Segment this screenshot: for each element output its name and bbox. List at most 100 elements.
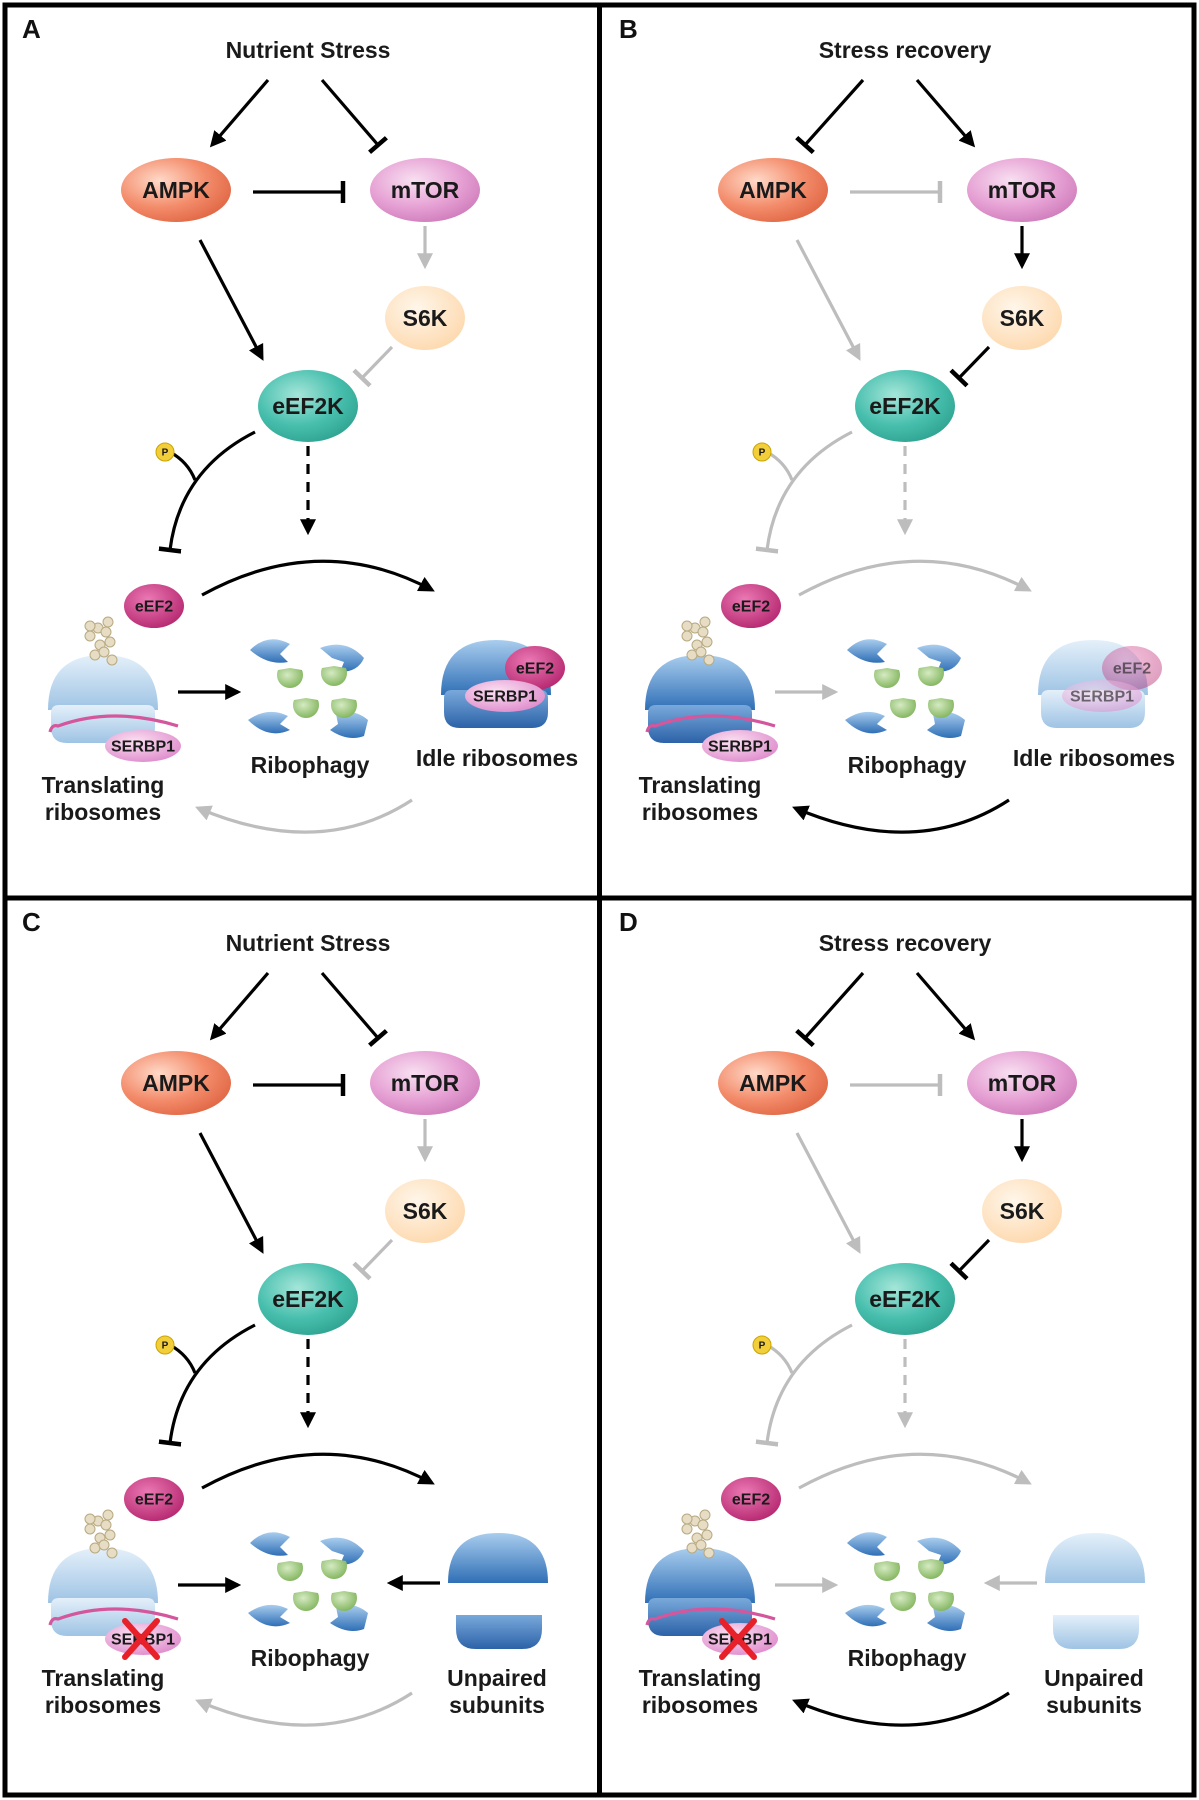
- ampk-label: AMPK: [739, 177, 807, 203]
- translating-label-line2: ribosomes: [45, 799, 161, 825]
- translating-label-line2: ribosomes: [642, 1692, 758, 1718]
- s6k-label: S6K: [1000, 305, 1045, 331]
- polypeptide-beads-icon: [681, 1509, 715, 1559]
- idle-serbp1-label: SERBP1: [473, 689, 537, 706]
- eef2-label: eEF2: [135, 1492, 173, 1509]
- serbp1-label: SERBP1: [708, 739, 772, 756]
- phospho-dot: [752, 442, 772, 462]
- edge-eef2k-inhibits-eef2: [755, 1323, 853, 1447]
- phospho-label: P: [162, 448, 169, 459]
- phospho-dot: [752, 1335, 772, 1355]
- serbp1-label: SERBP1: [111, 739, 175, 756]
- ampk-label: AMPK: [142, 1070, 210, 1096]
- edge-s6k-inhibits-eef2k: [949, 345, 991, 388]
- edge-eef2-to-right: [798, 1452, 1032, 1490]
- edge-s6k-inhibits-eef2k: [352, 345, 394, 388]
- mtor-node: [370, 158, 480, 222]
- eef2k-label: eEF2K: [272, 1286, 344, 1312]
- ampk-node: [718, 158, 828, 222]
- phospho-tail: [766, 1343, 794, 1374]
- ribophagy-label: Ribophagy: [251, 752, 370, 778]
- ribophagy-label: Ribophagy: [848, 1645, 967, 1671]
- serbp1-node: [702, 730, 778, 762]
- eef2-label: eEF2: [135, 599, 173, 616]
- translating-ribosome-icon: [48, 1548, 158, 1636]
- panel-title: Stress recovery: [819, 37, 992, 63]
- unpaired-subunits-icon: [448, 1533, 548, 1649]
- edge-eef2k-inhibits-eef2: [755, 430, 853, 554]
- edge-stress-to-ampk: [209, 971, 270, 1041]
- mrna-strand: [48, 1607, 179, 1626]
- ampk-node: [121, 1051, 231, 1115]
- edge-stress-inhibits-mtor: [320, 78, 388, 155]
- edge-ampk-to-eef2k: [198, 239, 264, 361]
- translating-label-line1: Translating: [639, 1665, 762, 1691]
- ampk-node: [121, 158, 231, 222]
- panel-letter: C: [22, 907, 41, 937]
- idle-eef2-node: [1102, 646, 1162, 690]
- idle-eef2-node: [505, 646, 565, 690]
- edge-ampk-to-eef2k: [795, 239, 861, 361]
- right-label-line2: subunits: [449, 1692, 545, 1718]
- edge-eef2-to-right: [798, 559, 1032, 597]
- ribophagy-label: Ribophagy: [848, 752, 967, 778]
- edge-eef2k-inhibits-eef2: [158, 1323, 256, 1447]
- eef2k-label: eEF2K: [869, 393, 941, 419]
- eef2-node: [124, 1477, 184, 1521]
- ampk-node: [718, 1051, 828, 1115]
- eef2k-node: [258, 370, 358, 442]
- edge-s6k-inhibits-eef2k: [949, 1238, 991, 1281]
- ribophagy-label: Ribophagy: [251, 1645, 370, 1671]
- edge-right-to-translating: [792, 1691, 1010, 1727]
- edge-ampk-to-eef2k: [795, 1132, 861, 1254]
- translating-label-line1: Translating: [42, 772, 165, 798]
- mtor-node: [967, 158, 1077, 222]
- idle-eef2-label: eEF2: [516, 661, 554, 678]
- eef2k-label: eEF2K: [869, 1286, 941, 1312]
- s6k-node: [982, 286, 1062, 350]
- idle-serbp1-node: [1062, 680, 1142, 712]
- edge-stress-inhibits-mtor: [320, 971, 388, 1048]
- s6k-node: [385, 286, 465, 350]
- phospho-tail: [766, 450, 794, 481]
- mtor-label: mTOR: [988, 1070, 1057, 1096]
- phospho-label: P: [759, 448, 766, 459]
- edge-eef2-to-right: [201, 1452, 435, 1490]
- edge-right-to-translating: [792, 798, 1010, 834]
- translating-label-line1: Translating: [639, 772, 762, 798]
- panel-letter: A: [22, 14, 41, 44]
- mrna-strand: [645, 714, 776, 733]
- edge-ampk-to-eef2k: [198, 1132, 264, 1254]
- polypeptide-beads-icon: [681, 616, 715, 666]
- translating-label-line2: ribosomes: [45, 1692, 161, 1718]
- edge-s6k-inhibits-eef2k: [352, 1238, 394, 1281]
- panel-title: Nutrient Stress: [226, 37, 391, 63]
- edge-right-to-translating: [195, 798, 413, 834]
- ribophagy-fragments-icon: [845, 1532, 965, 1631]
- eef2k-node: [855, 370, 955, 442]
- right-label-line1: Unpaired: [447, 1665, 547, 1691]
- s6k-label: S6K: [403, 305, 448, 331]
- idle-serbp1-node: [465, 680, 545, 712]
- mtor-label: mTOR: [391, 177, 460, 203]
- eef2-node: [721, 1477, 781, 1521]
- edge-eef2-to-right: [201, 559, 435, 597]
- right-label-line1: Idle ribosomes: [416, 745, 578, 771]
- mtor-node: [967, 1051, 1077, 1115]
- eef2k-node: [855, 1263, 955, 1335]
- s6k-label: S6K: [1000, 1198, 1045, 1224]
- ampk-label: AMPK: [739, 1070, 807, 1096]
- phospho-label: P: [759, 1341, 766, 1352]
- ampk-label: AMPK: [142, 177, 210, 203]
- phospho-label: P: [162, 1341, 169, 1352]
- edge-recovery-to-mtor: [915, 78, 976, 148]
- phospho-dot: [155, 442, 175, 462]
- eef2-node: [124, 584, 184, 628]
